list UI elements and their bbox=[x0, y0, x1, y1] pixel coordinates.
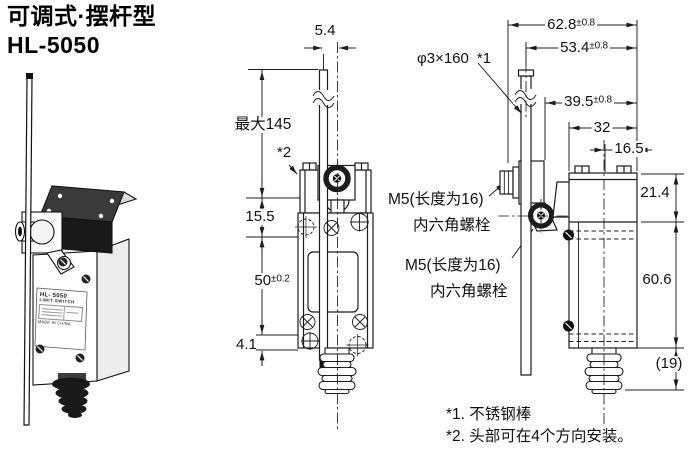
m5-bolt-note-top-line1: M5(长度为16) bbox=[388, 191, 484, 208]
dim-rod-offset: 5.4 bbox=[312, 22, 338, 40]
m5-bolt-note-top-line2: 内六角螺栓 bbox=[413, 217, 491, 234]
product-illustration bbox=[14, 73, 138, 426]
cable-gland-3d bbox=[52, 373, 90, 418]
dim-mounting-hole-span: 50±0.2 bbox=[252, 272, 292, 290]
product-label-plate bbox=[34, 287, 88, 351]
footnote-head-mounting: *2. 头部可在4个方向安装。 bbox=[446, 428, 633, 445]
dim-hole-to-bottom: 4.1 bbox=[236, 336, 257, 353]
page-title: 可调式·摆杆型 bbox=[7, 3, 157, 29]
model-number-title: HL-5050 bbox=[7, 32, 100, 58]
dim-body-height: 60.6 bbox=[640, 271, 674, 289]
head-note-reference: *2 bbox=[277, 144, 292, 161]
dim-gland-height: (19) bbox=[653, 355, 685, 373]
front-view-drawing bbox=[295, 42, 374, 431]
rod-spec-leader bbox=[477, 62, 522, 114]
side-view-drawing bbox=[498, 42, 638, 424]
switch-body-side bbox=[568, 172, 638, 349]
dim-head-to-hole: 15.5 bbox=[243, 208, 277, 226]
dim-max-rod-length: 最大145 bbox=[232, 115, 294, 134]
dim-rod-to-back: 53.4±0.8 bbox=[558, 39, 610, 57]
switch-body-front bbox=[297, 212, 374, 349]
footnote-stainless-rod: *1. 不锈钢棒 bbox=[446, 406, 532, 423]
rod-3d bbox=[23, 73, 33, 426]
m5-bolt-note-bottom-line1: M5(长度为16) bbox=[405, 257, 501, 274]
clamp-bolt-front bbox=[323, 164, 351, 193]
nameplate-ratings-box bbox=[38, 304, 84, 323]
dim-center-to-back: 16.5 bbox=[612, 140, 646, 158]
m5-bolt-note-bottom-line2: 内六角螺栓 bbox=[430, 283, 508, 300]
dim-body-depth: 32 bbox=[591, 119, 613, 137]
product-nameplate: HL- 5050 LIMIT SWITCH MADE IN CHINA bbox=[38, 292, 86, 328]
dim-head-height: 21.4 bbox=[638, 184, 672, 202]
rod-spec-label: φ3×160*1 bbox=[417, 50, 492, 67]
centerlines-side bbox=[498, 42, 605, 424]
front-view-dimension-lines bbox=[246, 45, 356, 366]
dim-clamp-to-back: 39.5±0.8 bbox=[562, 93, 614, 111]
cable-gland-front bbox=[317, 347, 357, 395]
dim-total-depth: 62.8±0.8 bbox=[545, 16, 597, 34]
mounting-screws-front bbox=[295, 212, 369, 356]
plunger-block-side bbox=[552, 181, 571, 218]
